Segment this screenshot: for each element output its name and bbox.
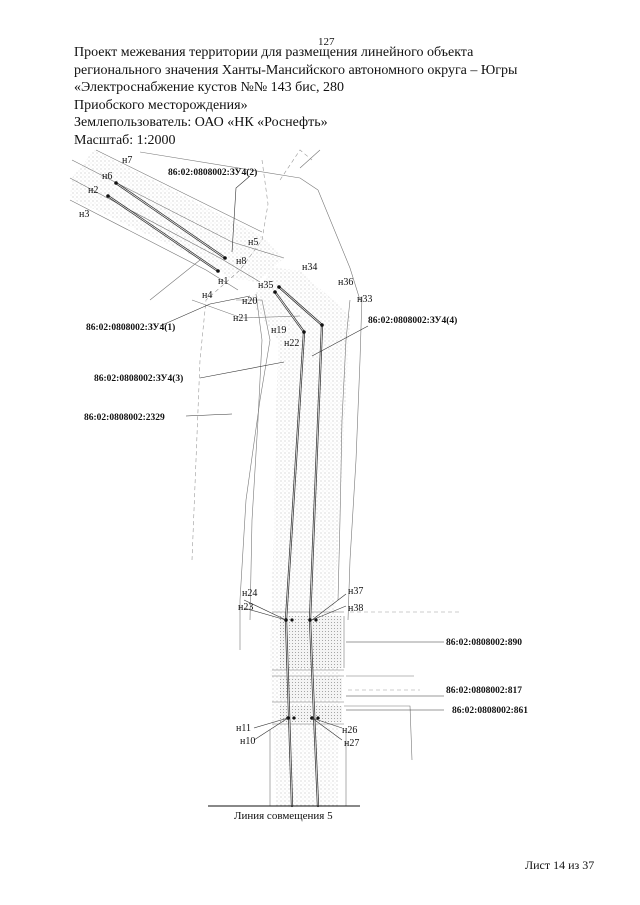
header-line-4: Приобского месторождения» <box>74 97 248 113</box>
point-label-n24: н24 <box>242 588 257 599</box>
page-number: 127 <box>318 36 335 48</box>
match-line-label: Линия совмещения 5 <box>234 810 333 822</box>
block-817 <box>280 678 342 700</box>
point-label-n21: н21 <box>233 313 248 324</box>
sheet-number: Лист 14 из 37 <box>525 858 595 872</box>
dashed-lines <box>191 149 460 691</box>
cadastral-label-zu4-3: 86:02:0808002:ЗУ4(3) <box>94 373 183 384</box>
point-label-n1: н1 <box>218 276 228 287</box>
leader-lines <box>159 175 444 741</box>
header-line-3: «Электроснабжение кустов №№ 143 бис, 280 <box>74 80 345 96</box>
header-line-6: Масштаб: 1:2000 <box>74 132 176 148</box>
document-header: Проект межевания территории для размещен… <box>74 44 517 150</box>
cadastral-label-zu4-1: 86:02:0808002:ЗУ4(1) <box>86 322 175 333</box>
point-label-n10: н10 <box>240 736 255 747</box>
point-label-n38: н38 <box>348 603 363 614</box>
cadastral-label-861: 86:02:0808002:861 <box>452 706 528 716</box>
point-label-n19: н19 <box>271 325 286 336</box>
point-label-n36: н36 <box>338 277 353 288</box>
point-label-n26: н26 <box>342 725 357 736</box>
power-line-highlight <box>107 182 323 807</box>
point-label-n8: н8 <box>236 256 246 267</box>
point-label-n3: н3 <box>79 209 89 220</box>
point-label-n7: н7 <box>122 155 132 166</box>
point-label-n11: н11 <box>236 723 251 734</box>
point-label-n34: н34 <box>302 262 317 273</box>
point-label-n6: н6 <box>102 171 112 182</box>
point-label-n35: н35 <box>258 280 273 291</box>
point-label-n22: н22 <box>284 338 299 349</box>
cadastral-label-890: 86:02:0808002:890 <box>446 638 522 648</box>
strip-upper-dotted <box>70 150 284 282</box>
strip-main-dotted <box>250 268 350 806</box>
cadastral-label-zu4-4: 86:02:0808002:ЗУ4(4) <box>368 315 457 326</box>
point-label-n37: н37 <box>348 586 363 597</box>
point-label-n4: н4 <box>202 290 212 301</box>
point-label-n27: н27 <box>344 738 359 749</box>
header-line-2: регионального значения Ханты-Мансийского… <box>74 62 518 78</box>
point-label-n23: н23 <box>238 602 253 613</box>
cadastral-label-2329: 86:02:0808002:2329 <box>84 413 165 423</box>
point-label-n33: н33 <box>357 294 372 305</box>
cadastral-label-zu4-2: 86:02:0808002:ЗУ4(2) <box>168 167 257 178</box>
cadastral-label-817: 86:02:0808002:817 <box>446 686 522 696</box>
header-line-1: Проект межевания территории для размещен… <box>74 45 474 60</box>
boundary-lines <box>69 149 414 806</box>
point-label-n2: н2 <box>88 185 98 196</box>
header-line-5: Землепользователь: ОАО «НК «Роснефть» <box>74 115 328 131</box>
point-label-n20: н20 <box>242 296 257 307</box>
point-label-n5: н5 <box>248 237 258 248</box>
